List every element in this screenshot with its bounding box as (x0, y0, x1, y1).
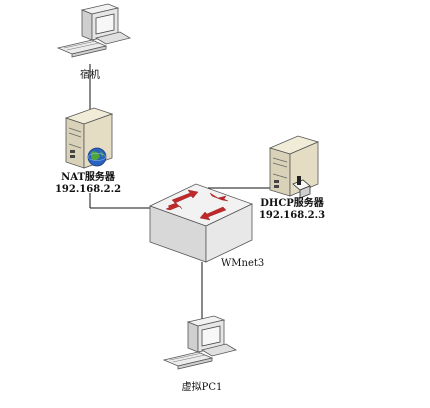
nat-server-name: NAT服务器 (61, 172, 115, 183)
switch-label: WMnet3 (221, 258, 265, 269)
dhcp-server-name: DHCP服务器 (260, 198, 324, 209)
switch-icon (148, 183, 254, 263)
virtual-pc-icon (162, 315, 238, 370)
dhcp-server-ip: 192.168.2.3 (258, 210, 326, 221)
nat-server-ip: 192.168.2.2 (54, 184, 122, 195)
virtual-pc-label: 虚拟PC1 (181, 382, 223, 393)
globe-icon (87, 147, 107, 167)
connection-lines (89, 64, 272, 320)
network-card-icon (292, 176, 311, 199)
dhcp-server-icon (268, 135, 320, 197)
host-label: 宿机 (80, 70, 100, 81)
host-computer-icon (56, 3, 132, 58)
